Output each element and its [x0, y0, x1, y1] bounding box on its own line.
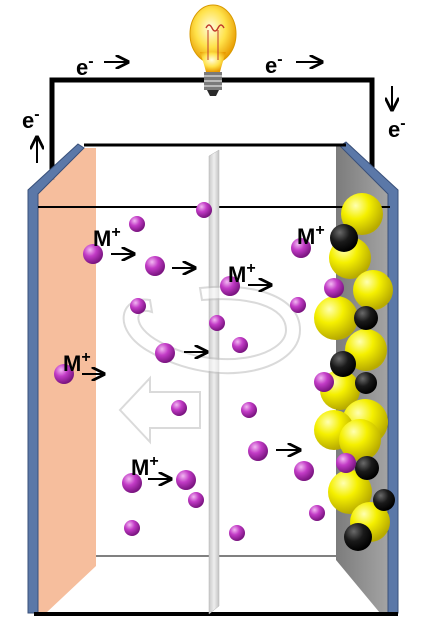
ion [196, 202, 212, 218]
ion-particles [54, 202, 356, 541]
svg-text:e-: e- [76, 53, 94, 80]
ion [291, 238, 311, 258]
svg-text:M+: M+ [297, 222, 325, 249]
svg-text:e-: e- [265, 51, 283, 78]
ion [241, 402, 257, 418]
electron-label-left: e- [22, 106, 40, 163]
ion [188, 492, 204, 508]
ion [314, 372, 334, 392]
ion [336, 453, 356, 473]
ion [171, 400, 187, 416]
ion [248, 441, 268, 461]
electron-label-top-right: e- [265, 51, 322, 78]
electron-label-right: e- [388, 86, 406, 142]
svg-text:M+: M+ [228, 260, 256, 287]
svg-text:M+: M+ [93, 224, 121, 251]
svg-text:e-: e- [22, 106, 40, 133]
ion [290, 297, 306, 313]
ion [232, 337, 248, 353]
ion [220, 276, 240, 296]
light-bulb-icon [189, 4, 237, 96]
ion [124, 520, 140, 536]
ion [54, 364, 74, 384]
ion-label-2: M+ [228, 260, 256, 287]
ion [129, 216, 145, 232]
ion [145, 256, 165, 276]
graphite-particles [314, 193, 395, 551]
ion [176, 470, 196, 490]
svg-text:e-: e- [388, 115, 406, 142]
ion [229, 525, 245, 541]
ion-arrows [82, 254, 300, 479]
separator-membrane [208, 149, 220, 615]
ion [309, 505, 325, 521]
ion [122, 473, 142, 493]
ion [130, 298, 146, 314]
ion-label-3: M+ [297, 222, 325, 249]
svg-text:M+: M+ [131, 453, 159, 480]
ion [209, 315, 225, 331]
ion [294, 461, 314, 481]
ion [324, 278, 344, 298]
ion-label-1: M+ [93, 224, 121, 251]
ion-label-4: M+ [63, 349, 91, 376]
ion [83, 244, 103, 264]
electron-label-top-left: e- [76, 53, 128, 80]
ion [155, 343, 175, 363]
ion-label-5: M+ [131, 453, 159, 480]
svg-text:M+: M+ [63, 349, 91, 376]
